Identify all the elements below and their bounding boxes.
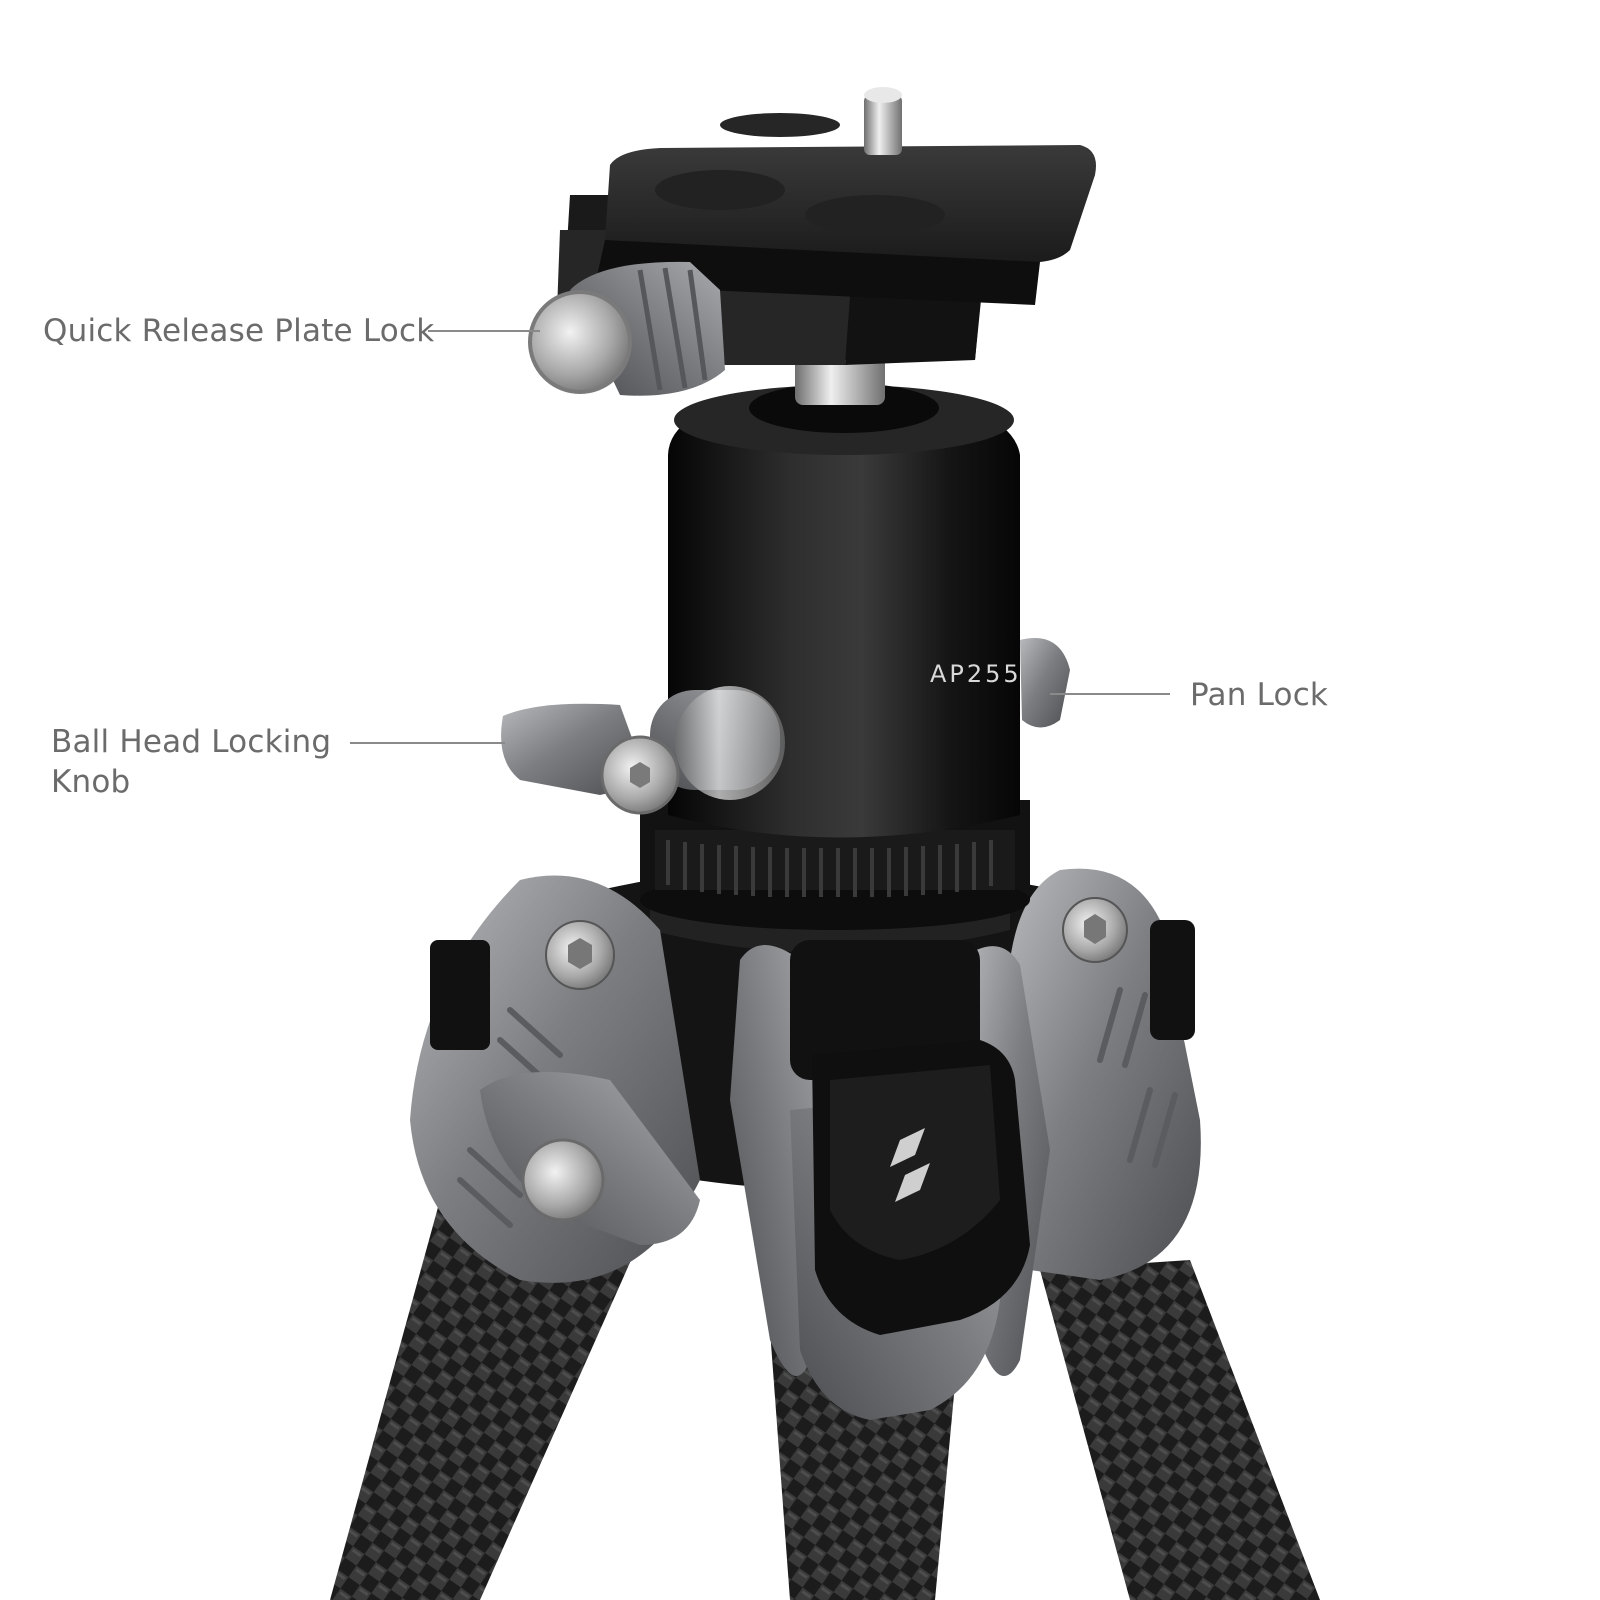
- left-leg-lock-lever: [480, 1072, 700, 1245]
- quick-release-lock-knob: [528, 261, 725, 396]
- leader-lines: [350, 330, 1170, 744]
- s-shaped-brand-logo-icon: [890, 1128, 930, 1202]
- ball-head-locking-knob-label-line2: Knob: [51, 764, 131, 800]
- model-engraving: AP2557: [930, 660, 1040, 688]
- quick-release-plate-lock-label: Quick Release Plate Lock: [43, 313, 435, 349]
- right-leg-angle-block: [1007, 868, 1201, 1280]
- center-leg-hinge: [730, 940, 1050, 1420]
- right-leg: [1040, 1260, 1320, 1600]
- safety-pin: [864, 95, 902, 155]
- tripod-legs: [330, 1200, 1320, 1600]
- pan-lock-label: Pan Lock: [1190, 677, 1329, 713]
- left-leg: [330, 1200, 640, 1600]
- hex-socket-icon: [630, 762, 650, 788]
- quick-release-plate: [595, 87, 1096, 305]
- ball-head-locking-knob: [501, 686, 785, 815]
- ball-head-locking-knob-label-line1: Ball Head Locking: [51, 724, 332, 760]
- pan-lock-knob: [1020, 638, 1070, 728]
